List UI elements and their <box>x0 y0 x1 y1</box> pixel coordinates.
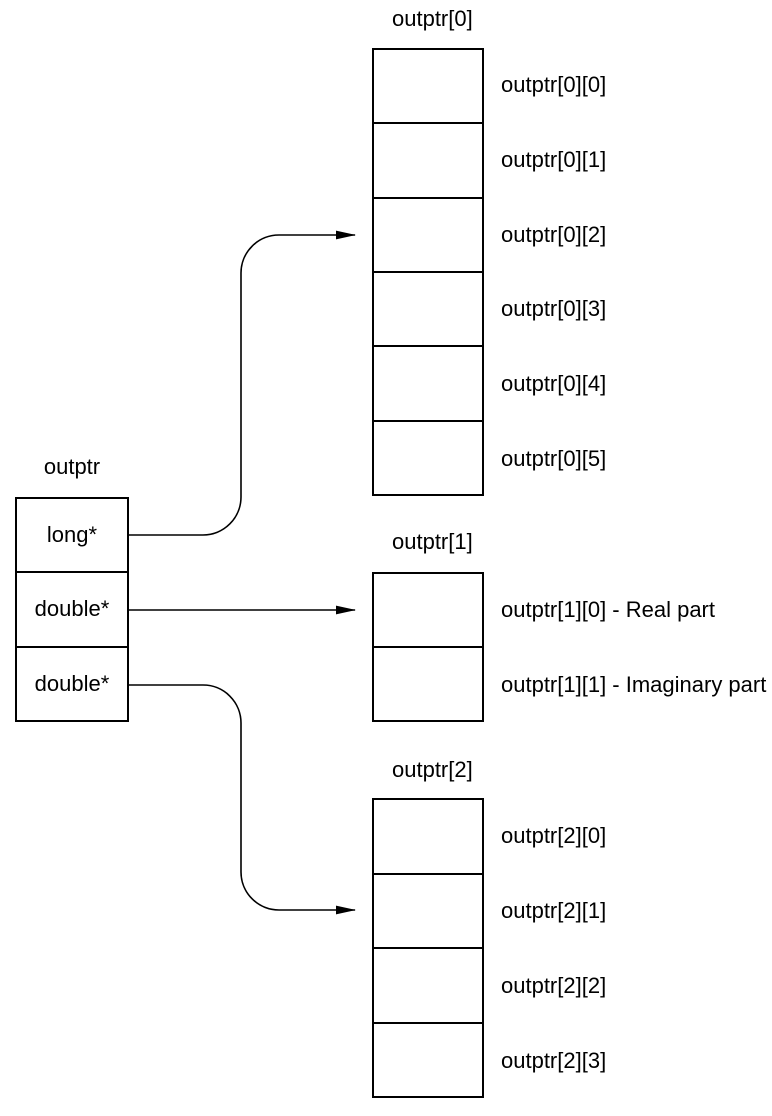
array-labels-outptr1: outptr[1][0] - Real part outptr[1][1] - … <box>501 572 766 722</box>
struct-title: outptr <box>43 454 101 479</box>
struct-cell-long: long* <box>46 522 98 548</box>
array-cell <box>374 1021 482 1097</box>
array-cell <box>374 419 482 494</box>
cell-label: outptr[0][3] <box>501 296 607 322</box>
array-cell <box>374 270 482 345</box>
array-cell <box>374 872 482 948</box>
arrow-double2-to-outptr2 <box>129 684 356 915</box>
array-cell <box>374 345 482 419</box>
cell-label: outptr[0][5] <box>501 445 607 471</box>
array-box-outptr2 <box>372 798 484 1098</box>
pointer-struct-box: long* double* double* <box>15 497 129 722</box>
array-cell <box>374 947 482 1022</box>
array-group-outptr1: outptr[1][0] - Real part outptr[1][1] - … <box>372 572 766 722</box>
array-box-outptr0 <box>372 48 484 496</box>
cell-label: outptr[2][0] <box>501 822 607 848</box>
cell-label: outptr[2][2] <box>501 972 607 998</box>
cell-label: outptr[0][1] <box>501 147 607 172</box>
array-cell <box>374 50 482 122</box>
cell-label: outptr[0][2] <box>501 221 607 247</box>
array-labels-outptr2: outptr[2][0] outptr[2][1] outptr[2][2] o… <box>501 798 606 1098</box>
array-title-outptr2: outptr[2] <box>392 757 473 782</box>
struct-cell-double-2: double* <box>17 645 127 720</box>
array-group-outptr0: outptr[0][0] outptr[0][1] outptr[0][2] o… <box>372 48 606 496</box>
array-title-outptr1: outptr[1] <box>392 529 473 554</box>
array-cell <box>374 646 482 720</box>
array-cell <box>374 800 482 873</box>
array-box-outptr1 <box>372 572 484 722</box>
arrow-long-to-outptr0 <box>129 230 356 536</box>
array-group-outptr2: outptr[2][0] outptr[2][1] outptr[2][2] o… <box>372 798 606 1098</box>
array-cell <box>374 574 482 646</box>
array-labels-outptr0: outptr[0][0] outptr[0][1] outptr[0][2] o… <box>501 48 606 496</box>
cell-label: outptr[1][1] - Imaginary part <box>501 671 767 697</box>
cell-label: outptr[1][0] - Real part <box>501 596 715 622</box>
cell-label: outptr[0][4] <box>501 371 607 397</box>
array-title-outptr0: outptr[0] <box>392 6 473 31</box>
struct-cell-double-1: double* <box>17 571 127 645</box>
array-cell <box>374 122 482 196</box>
cell-label: outptr[0][0] <box>501 72 607 98</box>
array-cell <box>374 196 482 271</box>
cell-label: outptr[2][3] <box>501 1047 607 1073</box>
cell-label: outptr[2][1] <box>501 897 607 923</box>
